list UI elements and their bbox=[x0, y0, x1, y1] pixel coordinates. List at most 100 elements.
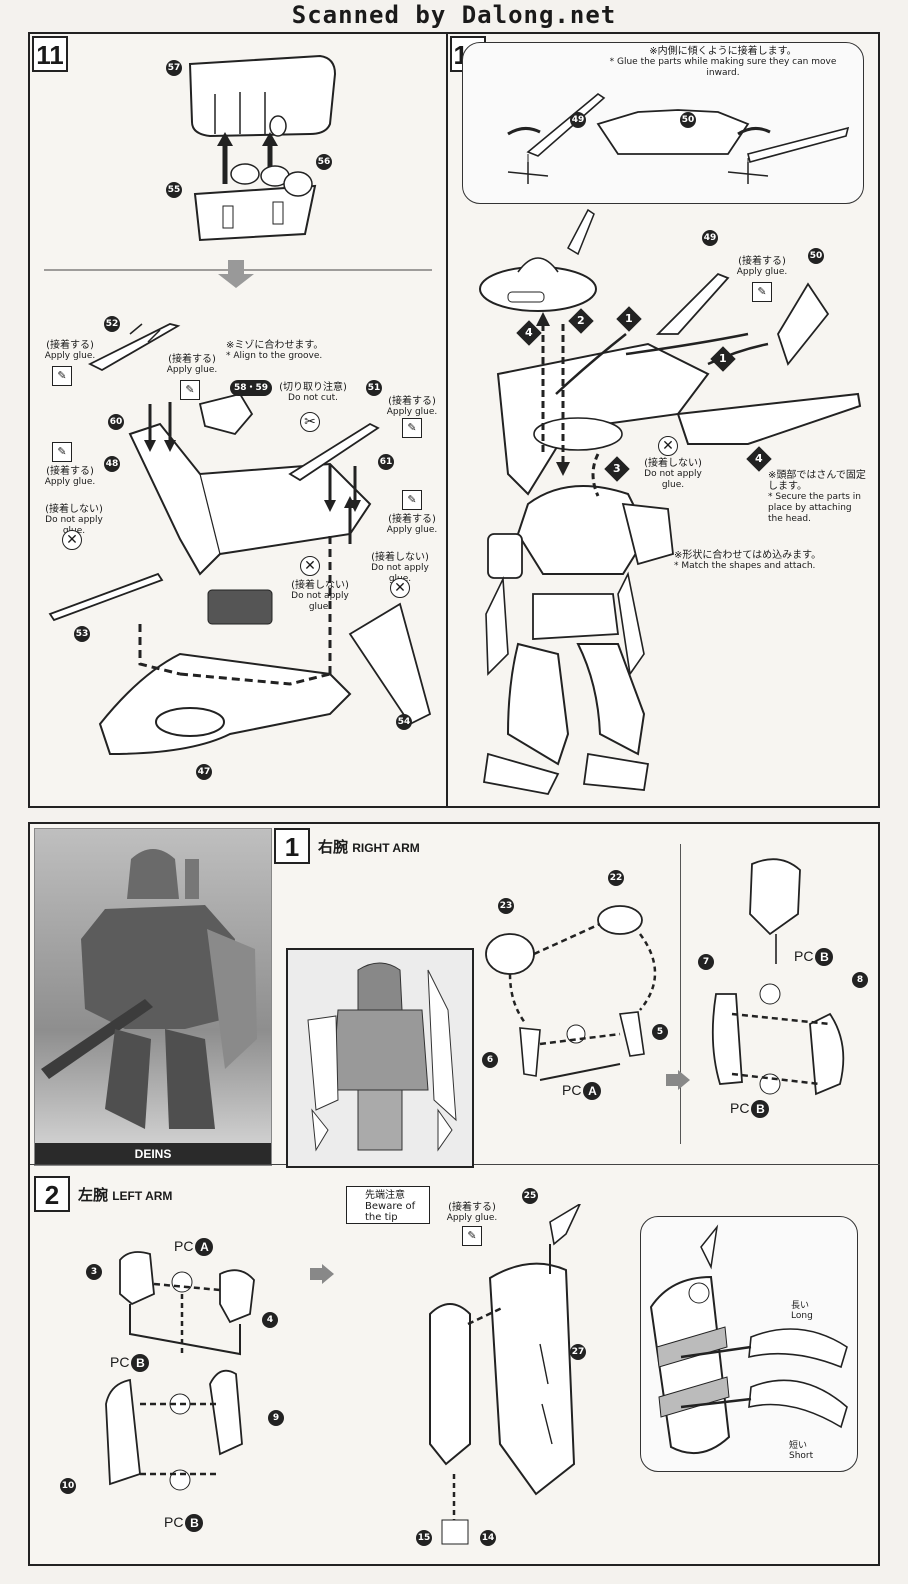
part-58-59-label: 58・59 bbox=[230, 380, 272, 396]
deins-silhouette bbox=[41, 849, 257, 1129]
glue-note-center: (接着する) Apply glue. bbox=[162, 354, 222, 376]
decal-detail-drawing bbox=[649, 1224, 848, 1454]
glue-en: Apply glue. bbox=[386, 525, 438, 535]
head-en: * Secure the parts in place by attaching… bbox=[768, 492, 862, 524]
pc-b-badge: B bbox=[815, 948, 834, 967]
pc-b-text: PC bbox=[164, 1514, 184, 1530]
pc-b-badge: B bbox=[751, 1100, 770, 1119]
step-arrow-text: 4 bbox=[755, 452, 763, 465]
glue-jp: (接着する) bbox=[448, 1202, 496, 1213]
part-27-label: 27 bbox=[570, 1344, 586, 1360]
part-3-label: 3 bbox=[86, 1264, 102, 1280]
part-53-label: 53 bbox=[74, 626, 90, 642]
step-1-drawing bbox=[485, 858, 845, 1096]
head-secure-note: ※頭部ではさんで固定します。 * Secure the parts in pla… bbox=[768, 470, 868, 525]
glue-note-51: (接着する) Apply glue. bbox=[382, 396, 442, 418]
step-2-center-drawing bbox=[429, 1204, 581, 1545]
no-glue-icon: ✕ bbox=[390, 578, 410, 598]
part-52-label: 52 bbox=[104, 316, 120, 332]
long-short-detail-box: 長い Long 短い Short bbox=[640, 1216, 858, 1472]
part-50-label: 50 bbox=[680, 112, 696, 128]
part-5-label: 5 bbox=[652, 1024, 668, 1040]
part-14-label: 14 bbox=[480, 1530, 496, 1546]
part-48-label: 48 bbox=[104, 456, 120, 472]
part-49-label: 49 bbox=[570, 112, 586, 128]
part-47-label: 47 bbox=[196, 764, 212, 780]
noglue-note-12: (接着しない) Do not apply glue. bbox=[638, 458, 708, 491]
step-2-title-en: LEFT ARM bbox=[112, 1189, 173, 1203]
part-55-label: 55 bbox=[166, 182, 182, 198]
part-49-main-label: 49 bbox=[702, 230, 718, 246]
pc-a-badge: A bbox=[583, 1082, 602, 1101]
scissors-prohibited-icon: ✂ bbox=[300, 412, 320, 432]
part-15-label: 15 bbox=[416, 1530, 432, 1546]
step-1-title: 右腕 RIGHT ARM bbox=[318, 836, 420, 857]
part-61-label: 61 bbox=[378, 454, 394, 470]
step-arrow-text: 4 bbox=[525, 326, 533, 339]
part-60-label: 60 bbox=[108, 414, 124, 430]
pc-b-text: PC bbox=[794, 948, 814, 964]
part-9-label: 9 bbox=[268, 1410, 284, 1426]
glue-icon: ✎ bbox=[752, 282, 772, 302]
short-label: 短い Short bbox=[789, 1441, 841, 1461]
step-arrow-text: 1 bbox=[625, 312, 633, 325]
pc-b-badge: B bbox=[131, 1354, 150, 1373]
no-glue-icon: ✕ bbox=[658, 436, 678, 456]
glue-note-50: (接着する) Apply glue. bbox=[732, 256, 792, 278]
align-groove-en: * Align to the groove. bbox=[226, 351, 323, 361]
step-1-title-jp: 右腕 bbox=[318, 839, 349, 856]
section-divider-left bbox=[30, 1164, 270, 1165]
align-groove-jp: ※ミゾに合わせます。 bbox=[226, 340, 324, 351]
glue-en: Apply glue. bbox=[446, 1213, 498, 1223]
glue-note-48: (接着する) Apply glue. bbox=[40, 466, 100, 488]
shape-jp: ※形状に合わせてはめ込みます。 bbox=[674, 550, 822, 561]
step-1-number: 1 bbox=[274, 828, 310, 864]
beware-tip-en: Beware of the tip bbox=[365, 1201, 416, 1223]
step-2-title: 左腕 LEFT ARM bbox=[78, 1184, 172, 1205]
pc-b-badge: B bbox=[185, 1514, 204, 1533]
part-4-label: 4 bbox=[262, 1312, 278, 1328]
step-2-number: 2 bbox=[34, 1176, 70, 1212]
glue-en: Apply glue. bbox=[44, 477, 96, 487]
beware-tip-jp: 先端注意 bbox=[365, 1190, 405, 1201]
long-en: Long bbox=[791, 1311, 813, 1321]
glue-icon: ✎ bbox=[52, 366, 72, 386]
noglue-jp: (接着しない) bbox=[45, 504, 103, 515]
donotcut-note: (切り取り注意) Do not cut. bbox=[278, 382, 348, 404]
glue-en: Apply glue. bbox=[736, 267, 788, 277]
arm-steps-panel: DEINS 1 右腕 RIGHT ARM bbox=[28, 822, 880, 1566]
deins-photo: DEINS bbox=[34, 828, 272, 1166]
pc-a-text: PC bbox=[174, 1238, 194, 1254]
glue-jp: (接着する) bbox=[738, 256, 786, 267]
donotcut-en: Do not cut. bbox=[288, 393, 338, 403]
part-23-label: 23 bbox=[498, 898, 514, 914]
glue-en: Apply glue. bbox=[44, 351, 96, 361]
shape-en: * Match the shapes and attach. bbox=[674, 561, 816, 571]
glue-jp: (接着する) bbox=[46, 466, 94, 477]
glue-jp: (接着する) bbox=[46, 340, 94, 351]
pc-b-text: PC bbox=[110, 1354, 130, 1370]
noglue-en: Do not apply glue. bbox=[291, 591, 349, 612]
glue-icon: ✎ bbox=[462, 1226, 482, 1246]
noglue-en: Do not apply glue. bbox=[644, 469, 702, 490]
inward-note: ※内側に傾くように接着します。 * Glue the parts while m… bbox=[598, 46, 848, 79]
part-56-label: 56 bbox=[316, 154, 332, 170]
noglue-jp: (接着しない) bbox=[371, 552, 429, 563]
pc-b-text: PC bbox=[730, 1100, 750, 1116]
step-arrow-text: 3 bbox=[613, 462, 621, 475]
glue-icon: ✎ bbox=[180, 380, 200, 400]
step-12-panel: 12 ※内側に傾くように接着します。 * Glue the parts whil… bbox=[446, 32, 880, 808]
part-10-label: 10 bbox=[60, 1478, 76, 1494]
noglue-jp: (接着しない) bbox=[291, 580, 349, 591]
pc-a-badge: A bbox=[195, 1238, 214, 1257]
part-6-label: 6 bbox=[482, 1052, 498, 1068]
no-glue-icon: ✕ bbox=[300, 556, 320, 576]
inward-jp: ※内側に傾くように接着します。 bbox=[649, 46, 797, 57]
glue-note-61: (接着する) Apply glue. bbox=[382, 514, 442, 536]
step-11-panel: 11 bbox=[28, 32, 448, 808]
